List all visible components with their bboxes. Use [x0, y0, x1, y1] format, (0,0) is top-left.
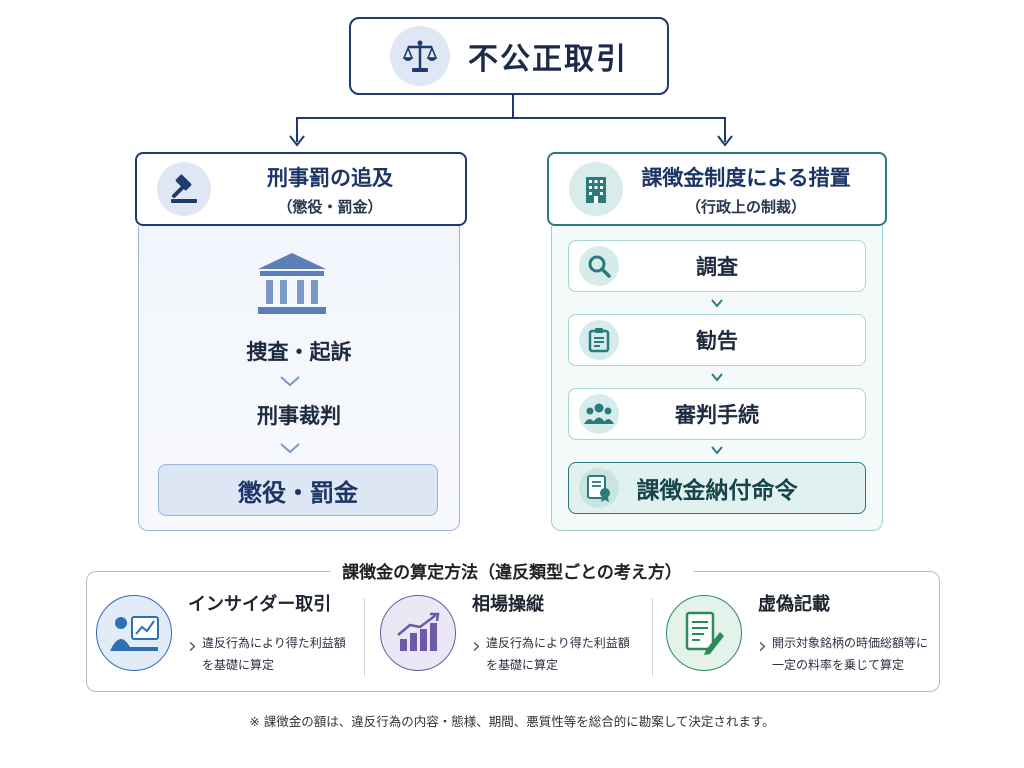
method-title: 虚偽記載 — [758, 594, 830, 615]
method-false-statement: 虚偽記載 › 開示対象銘柄の時価総額等に 一定の料率を乗じて算定 — [666, 590, 936, 680]
gavel-icon — [157, 162, 211, 216]
document-pen-icon — [666, 595, 742, 671]
left-step-investigation: 捜査・起訴 — [246, 340, 352, 364]
left-header-title: 刑事罰の追及 — [267, 165, 393, 190]
right-step-label: 調査 — [696, 255, 738, 279]
chevron-down-icon — [280, 376, 300, 387]
chevron-down-icon — [280, 443, 300, 454]
right-header-title: 課徴金制度による措置 — [641, 165, 851, 190]
administrative-surcharge-header: 課徴金制度による措置 （行政上の制裁） — [547, 152, 887, 226]
certificate-icon — [579, 468, 619, 508]
left-header-subtitle: （懲役・罰金） — [277, 197, 383, 216]
method-description: 開示対象銘柄の時価総額等に 一定の料率を乗じて算定 — [772, 636, 929, 672]
method-title: 相場操縦 — [472, 594, 544, 615]
arrow-down-icon — [711, 373, 723, 382]
divider — [652, 598, 653, 676]
right-header-subtitle: （行政上の制裁） — [685, 197, 806, 216]
left-step-trial: 刑事裁判 — [257, 404, 341, 428]
bar-growth-icon — [380, 595, 456, 671]
left-final-penalty: 懲役・罰金 — [158, 464, 438, 516]
courthouse-icon — [254, 251, 330, 317]
scales-icon — [390, 26, 450, 86]
right-step-label: 課徴金納付命令 — [636, 478, 798, 504]
clipboard-icon — [579, 320, 619, 360]
method-description: 違反行為により得た利益額 を基礎に算定 — [202, 636, 346, 672]
chevron-right-icon: › — [188, 634, 197, 659]
right-step-investigation: 調査 — [568, 240, 866, 292]
arrow-down-icon — [711, 299, 723, 308]
chevron-right-icon: › — [472, 634, 481, 659]
method-title: インサイダー取引 — [188, 594, 332, 615]
arrow-down-icon — [711, 446, 723, 455]
right-step-surcharge-order: 課徴金納付命令 — [568, 462, 866, 514]
method-market-manipulation: 相場操縦 › 違反行為により得た利益額 を基礎に算定 — [380, 590, 650, 680]
magnifier-icon — [579, 246, 619, 286]
right-step-label: 審判手続 — [675, 403, 759, 427]
right-step-label: 勧告 — [696, 329, 738, 353]
footnote: ※ 課徴金の額は、違反行為の内容・態様、期間、悪質性等を総合的に勘案して決定され… — [249, 714, 775, 729]
people-icon — [579, 394, 619, 434]
building-icon — [569, 162, 623, 216]
divider — [364, 598, 365, 676]
right-step-recommendation: 勧告 — [568, 314, 866, 366]
method-insider-trading: インサイダー取引 › 違反行為により得た利益額 を基礎に算定 — [96, 590, 366, 680]
calculation-methods-title: 課徴金の算定方法（違反類型ごとの考え方） — [0, 558, 1024, 583]
top-title: 不公正取引 — [468, 42, 628, 77]
presenter-chart-icon — [96, 595, 172, 671]
method-description: 違反行為により得た利益額 を基礎に算定 — [486, 636, 630, 672]
right-step-hearing: 審判手続 — [568, 388, 866, 440]
criminal-penalty-header: 刑事罰の追及 （懲役・罰金） — [135, 152, 467, 226]
chevron-right-icon: › — [758, 634, 767, 659]
unfair-trading-node: 不公正取引 — [349, 17, 669, 95]
